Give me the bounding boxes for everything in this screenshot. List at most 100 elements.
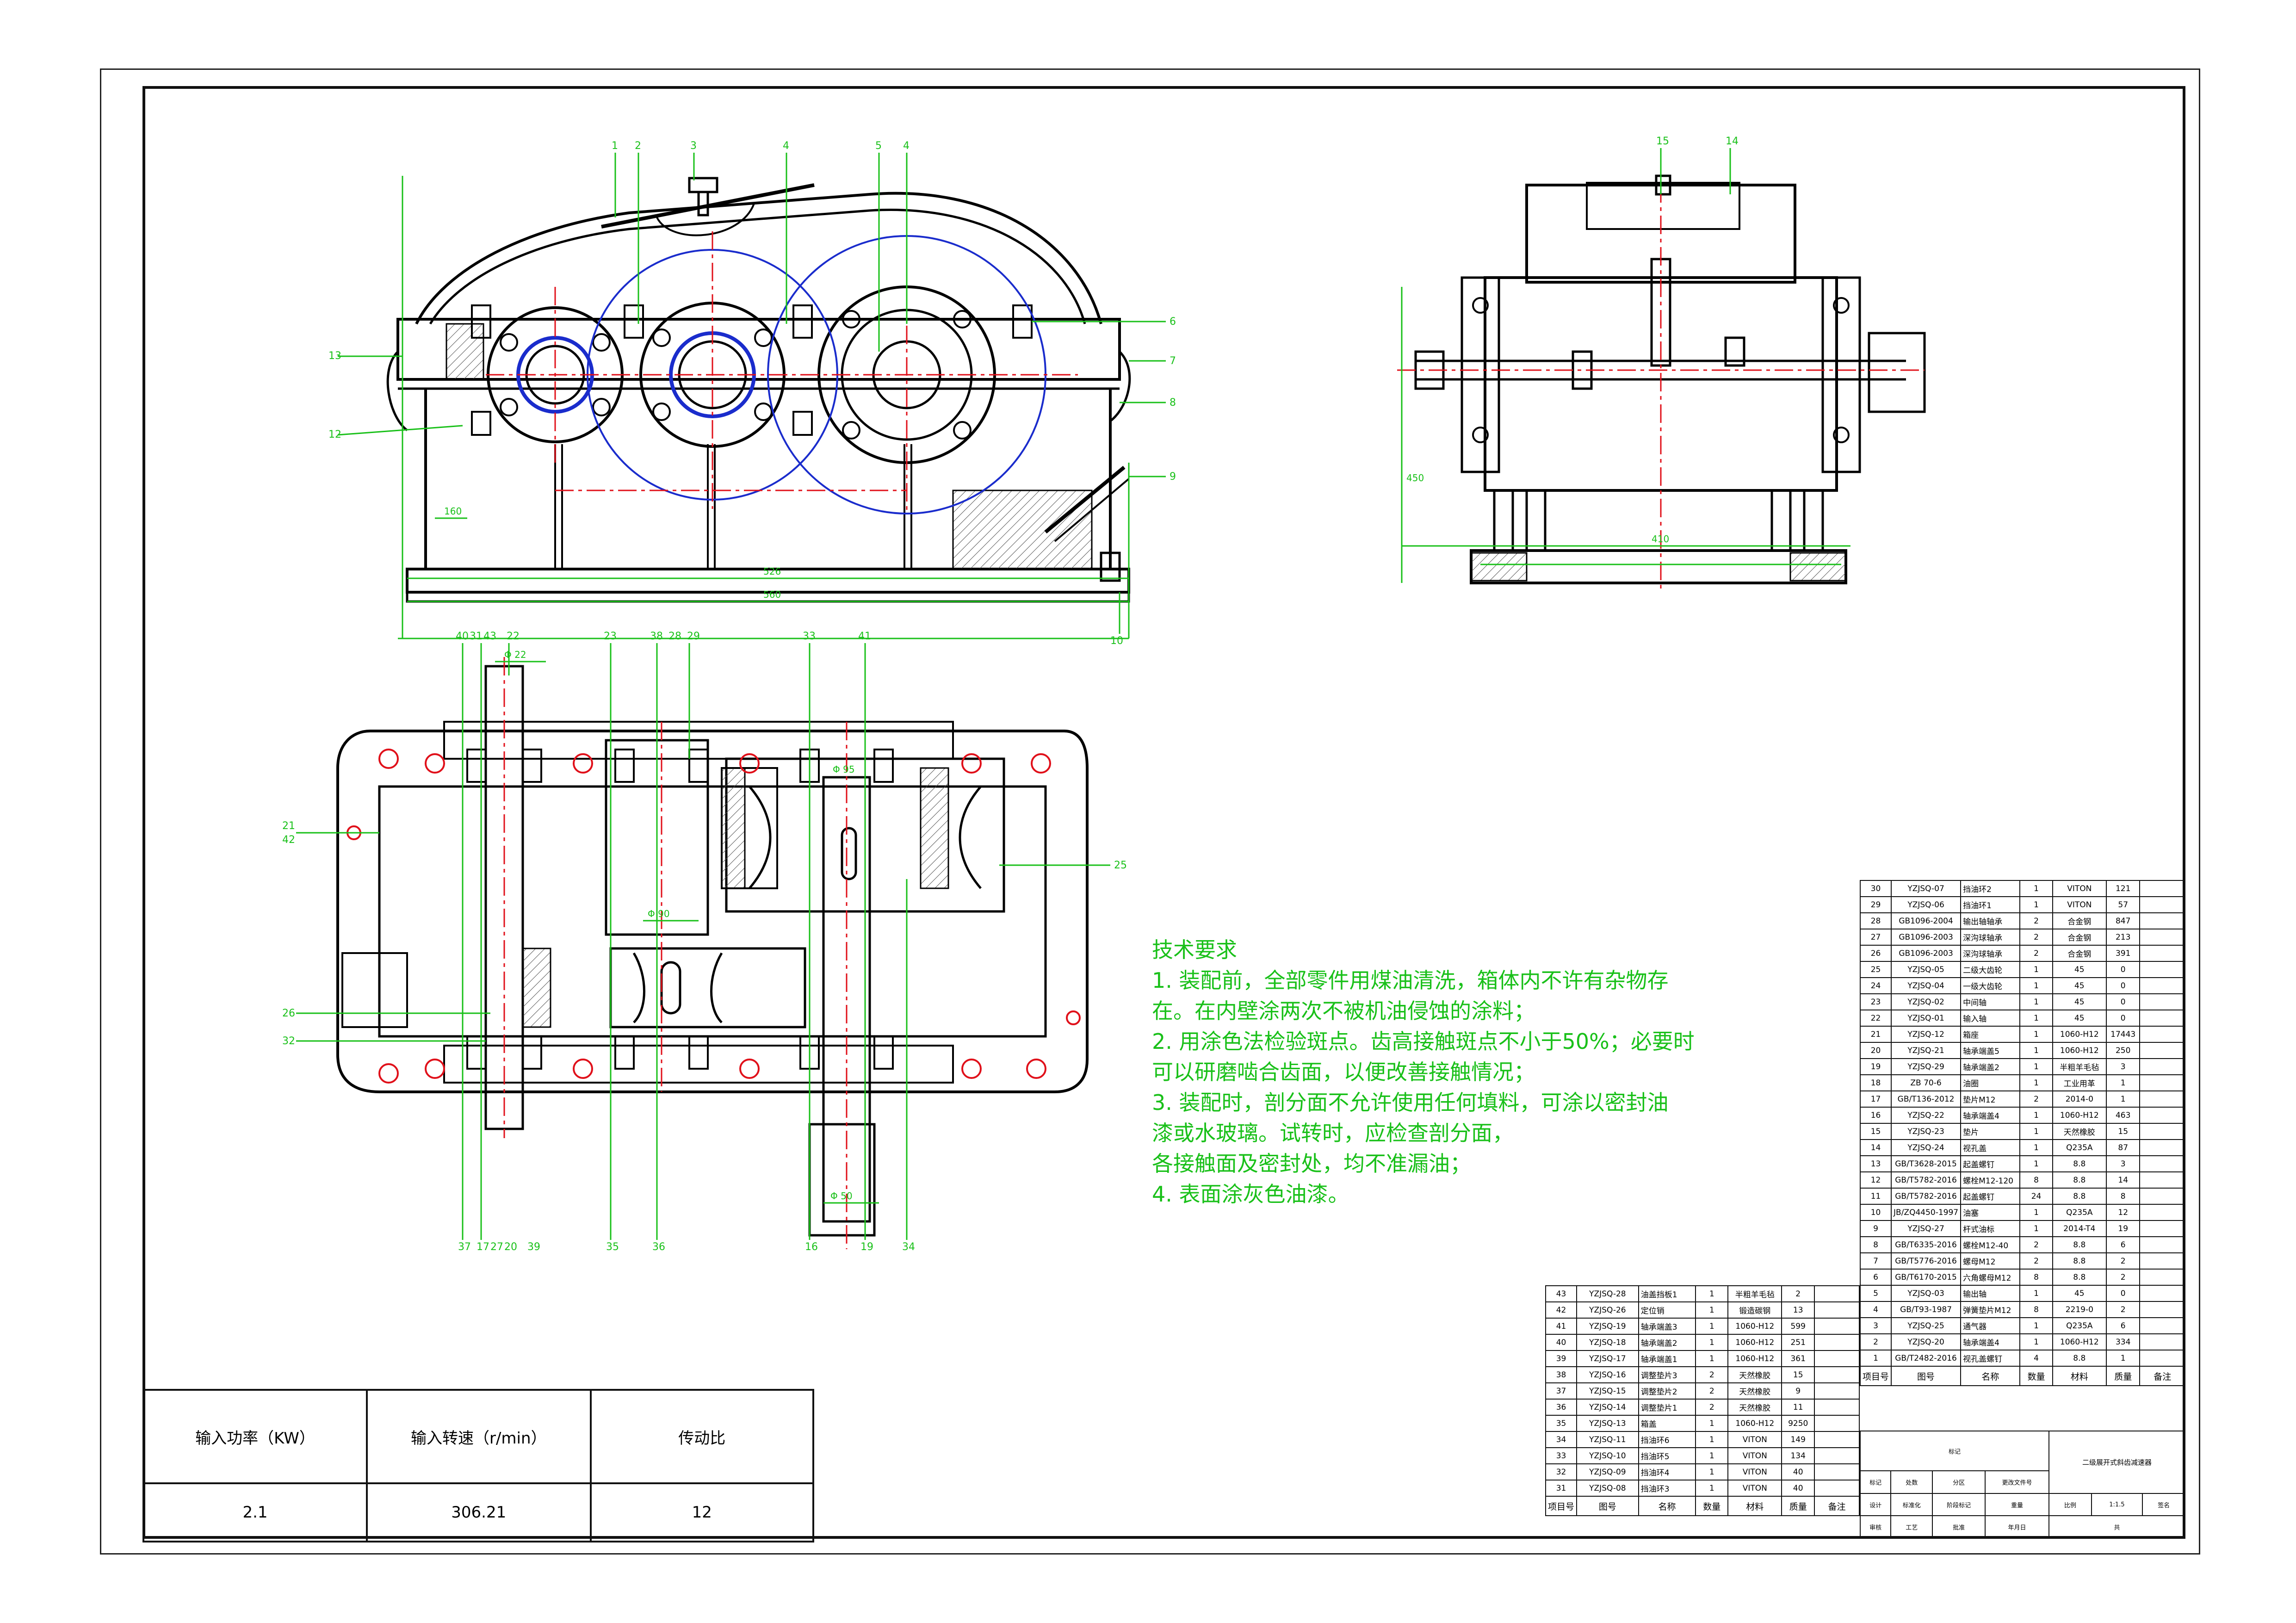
- bom-cell: 1: [2019, 1107, 2053, 1124]
- bom-cell: 轴承端盖3: [1638, 1318, 1696, 1335]
- bom-cell: 2: [2019, 1252, 2053, 1270]
- bom-cell: YZJSQ-04: [1891, 977, 1962, 994]
- bom-cell: 深沟球轴承: [1960, 945, 2021, 962]
- bom-cell: [2139, 896, 2185, 913]
- side-view: [1414, 174, 1926, 584]
- bom-cell: 1: [2019, 993, 2053, 1010]
- bom-cell: Q235A: [2052, 1204, 2107, 1221]
- bom-cell: 1060-H12: [2052, 1042, 2107, 1059]
- balloon-plan: 27: [490, 1241, 503, 1253]
- bom-cell: YZJSQ-11: [1576, 1431, 1639, 1448]
- dim-text: 526: [763, 566, 781, 577]
- bom-cell: 251: [1781, 1334, 1815, 1351]
- bom-cell: 2: [2019, 1236, 2053, 1253]
- bom-cell: VITON: [1727, 1431, 1782, 1448]
- dim-text: 560: [763, 589, 781, 600]
- bom-cell: 9: [1781, 1382, 1815, 1400]
- bom-cell: 14: [2105, 1171, 2141, 1189]
- bom-cell: 1: [2019, 1074, 2053, 1091]
- drawing-frame: [142, 86, 2185, 1539]
- bom-cell: 调整垫片1: [1638, 1399, 1696, 1416]
- bom-cell: 33: [1545, 1447, 1578, 1464]
- bom-cell: 锻造碳钢: [1727, 1301, 1782, 1319]
- bom-cell: 1: [1695, 1431, 1729, 1448]
- bom-cell: 螺栓M12-40: [1960, 1236, 2021, 1253]
- bom-cell: 27: [1859, 929, 1892, 946]
- bom-cell: 合金钢: [2052, 912, 2107, 929]
- bom-cell: 45: [2052, 977, 2107, 994]
- bom-cell: [2139, 1042, 2185, 1059]
- balloon-top: 13: [328, 350, 341, 362]
- bom-cell: 8.8: [2052, 1171, 2107, 1189]
- bom-cell: [2139, 961, 2185, 978]
- bom-header-cell: 质量: [1781, 1496, 1815, 1516]
- bom-cell: 1: [2019, 1220, 2053, 1237]
- dimension-labels: 160 526 560 410 450 Φ 90 Φ 95 Φ 22 Φ 50: [444, 472, 1669, 1202]
- balloon-plan: 25: [1114, 860, 1127, 871]
- bom-cell: 2: [1859, 1333, 1892, 1350]
- bom-cell: 15: [1859, 1123, 1892, 1140]
- bom-cell: [2139, 1074, 2185, 1091]
- balloon-plan: 36: [652, 1241, 665, 1253]
- bom-cell: 挡油环4: [1638, 1463, 1696, 1481]
- bom-cell: 视孔盖螺钉: [1960, 1350, 2021, 1367]
- bom-cell: YZJSQ-28: [1576, 1285, 1639, 1302]
- bom-cell: 11: [1781, 1399, 1815, 1416]
- bom-cell: VITON: [1727, 1463, 1782, 1481]
- balloon-top: 14: [1726, 136, 1739, 147]
- balloon-plan: 35: [606, 1241, 619, 1253]
- bom-cell: 42: [1545, 1301, 1578, 1319]
- balloon-top: 3: [690, 140, 697, 152]
- bom-cell: 0: [2105, 993, 2141, 1010]
- bom-cell: YZJSQ-10: [1576, 1447, 1639, 1464]
- bom-cell: [2139, 1220, 2185, 1237]
- bom-cell: 天然橡胶: [1727, 1399, 1782, 1416]
- bom-cell: 31: [1545, 1480, 1578, 1497]
- bom-cell: 调整垫片3: [1638, 1366, 1696, 1383]
- bom-cell: 8.8: [2052, 1188, 2107, 1205]
- bom-cell: 半粗羊毛毡: [2052, 1058, 2107, 1075]
- bom-cell: 45: [2052, 1285, 2107, 1302]
- bom-cell: 合金钢: [2052, 945, 2107, 962]
- bom-cell: Q235A: [2052, 1317, 2107, 1334]
- bom-cell: 8: [2019, 1269, 2053, 1286]
- bom-cell: 油圈: [1960, 1074, 2021, 1091]
- bom-cell: 2: [2019, 1090, 2053, 1108]
- bom-cell: 轴承端盖5: [1960, 1042, 2021, 1059]
- bom-cell: [2139, 1107, 2185, 1124]
- bom-cell: 箱盖: [1638, 1415, 1696, 1432]
- bom-cell: 1: [2019, 1333, 2053, 1350]
- balloon-top: 6: [1170, 316, 1176, 328]
- bom-cell: 1: [2019, 896, 2053, 913]
- balloon-plan: 21: [282, 820, 295, 832]
- bom-cell: 8.8: [2052, 1252, 2107, 1270]
- bom-cell: [2139, 929, 2185, 946]
- balloon-top: 1: [612, 140, 618, 152]
- bom-cell: 六角螺母M12: [1960, 1269, 2021, 1286]
- bom-cell: YZJSQ-03: [1891, 1285, 1962, 1302]
- bom-cell: VITON: [1727, 1447, 1782, 1464]
- bom-cell: GB/T93-1987: [1891, 1301, 1962, 1318]
- bom-cell: YZJSQ-26: [1576, 1301, 1639, 1319]
- bom-cell: 8.8: [2052, 1236, 2107, 1253]
- bom-cell: YZJSQ-08: [1576, 1480, 1639, 1497]
- bom-cell: 17: [1859, 1090, 1892, 1108]
- bom-cell: 杆式油标: [1960, 1220, 2021, 1237]
- bom-cell: 57: [2105, 896, 2141, 913]
- bom-cell: [2139, 1301, 2185, 1318]
- bom-cell: 1: [2019, 1139, 2053, 1156]
- bom-cell: YZJSQ-13: [1576, 1415, 1639, 1432]
- bom-cell: 23: [1859, 993, 1892, 1010]
- balloon-plan: 42: [282, 834, 295, 846]
- bom-cell: 1: [1695, 1480, 1729, 1497]
